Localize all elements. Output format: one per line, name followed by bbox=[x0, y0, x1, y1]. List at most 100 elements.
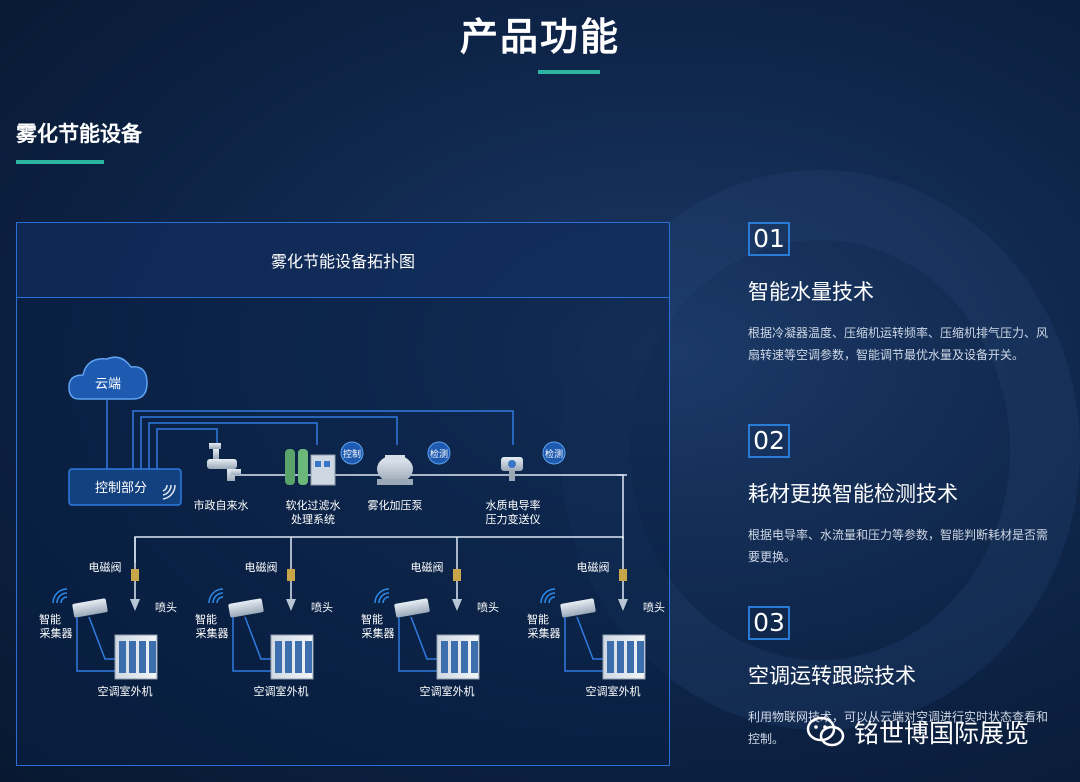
ac-unit-label: 空调室外机 bbox=[420, 684, 475, 698]
sensor-icon bbox=[501, 457, 523, 481]
ac-unit-fin bbox=[295, 641, 302, 673]
wifi-icon bbox=[540, 588, 556, 604]
ac-unit-fin bbox=[129, 641, 136, 673]
signal-wire bbox=[232, 617, 271, 672]
ac-unit-fin bbox=[637, 641, 644, 673]
ac-unit-fin bbox=[471, 641, 478, 673]
collector-icon bbox=[560, 598, 596, 618]
wechat-icon bbox=[806, 716, 845, 747]
feature-title: 空调运转跟踪技术 bbox=[748, 664, 916, 688]
collector-label-line1: 智能 bbox=[527, 612, 549, 626]
ac-unit-fin bbox=[119, 641, 126, 673]
title-underline bbox=[538, 70, 600, 74]
signal-wire bbox=[564, 617, 603, 672]
wifi-icon bbox=[162, 484, 176, 500]
topology-diagram-panel: 雾化节能设备拓扑图 云端 控制部分 bbox=[16, 222, 670, 766]
pump-label: 雾化加压泵 bbox=[368, 498, 423, 512]
cloud-icon bbox=[68, 356, 148, 400]
signal-wire bbox=[76, 617, 115, 672]
collector-label-line2: 采集器 bbox=[362, 626, 395, 640]
wifi-icon bbox=[208, 588, 224, 604]
signal-wire bbox=[410, 616, 437, 660]
collector-icon bbox=[72, 598, 108, 618]
detect-badge-1-label: 检测 bbox=[430, 448, 448, 459]
collector-label-line2: 采集器 bbox=[196, 626, 229, 640]
ac-unit-fin bbox=[607, 641, 614, 673]
solenoid-valve-icon bbox=[131, 569, 139, 581]
nozzle-icon bbox=[452, 599, 462, 611]
ac-unit-label: 空调室外机 bbox=[254, 684, 309, 698]
topology-diagram: 云端 控制部分 市政自来水 bbox=[39, 356, 665, 698]
nozzle-icon bbox=[618, 599, 628, 611]
signal-wire bbox=[88, 616, 115, 660]
detect-badge-1 bbox=[427, 441, 451, 465]
tap-icon bbox=[207, 443, 241, 481]
watermark: 铭世博国际展览 bbox=[806, 714, 1029, 750]
nozzle-label: 喷头 bbox=[477, 601, 499, 614]
cloud-label: 云端 bbox=[95, 376, 121, 391]
feature-item-1: 01 智能水量技术 根据冷凝器温度、压缩机运转频率、压缩机排气压力、风扇转速等空… bbox=[748, 222, 1048, 366]
solenoid-valve-icon bbox=[619, 569, 627, 581]
pump-icon bbox=[377, 455, 413, 485]
ac-unit-fin bbox=[617, 641, 624, 673]
signal-wire bbox=[576, 616, 603, 660]
feature-number: 02 bbox=[748, 424, 790, 458]
nozzle-label: 喷头 bbox=[643, 601, 665, 614]
ac-unit-fin bbox=[305, 641, 312, 673]
page-title: 产品功能 bbox=[459, 15, 620, 59]
nozzle-label: 喷头 bbox=[155, 601, 177, 614]
collector-label-line2: 采集器 bbox=[40, 626, 73, 640]
ac-unit-fin bbox=[451, 641, 458, 673]
collector-label-line1: 智能 bbox=[361, 612, 383, 626]
collector-label-line2: 采集器 bbox=[528, 626, 561, 640]
ac-unit-label: 空调室外机 bbox=[98, 684, 153, 698]
ac-unit-label: 空调室外机 bbox=[586, 684, 641, 698]
feature-title: 耗材更换智能检测技术 bbox=[748, 482, 958, 506]
filter-label-line2: 处理系统 bbox=[291, 513, 335, 526]
watermark-text: 铭世博国际展览 bbox=[854, 719, 1030, 748]
filter-system-icon bbox=[285, 449, 336, 486]
collector-icon bbox=[394, 598, 430, 618]
filter-label-line1: 软化过滤水 bbox=[286, 498, 341, 512]
feature-item-3: 03 空调运转跟踪技术 利用物联网技术，可以从云端对空调进行实时状态查看和控制。 bbox=[748, 606, 1048, 750]
collector-label-line1: 智能 bbox=[195, 612, 217, 626]
valve-label: 电磁阀 bbox=[89, 560, 122, 574]
wifi-icon bbox=[374, 588, 390, 604]
controller-label: 控制部分 bbox=[95, 480, 147, 495]
signal-wire bbox=[398, 617, 437, 672]
tap-label: 市政自来水 bbox=[194, 498, 249, 512]
ac-unit-fin bbox=[275, 641, 282, 673]
solenoid-valve-icon bbox=[287, 569, 295, 581]
section-underline bbox=[16, 160, 104, 164]
valve-label: 电磁阀 bbox=[245, 560, 278, 574]
signal-wire bbox=[244, 616, 271, 660]
valve-label: 电磁阀 bbox=[577, 560, 610, 574]
ac-unit-fin bbox=[149, 641, 156, 673]
wifi-icon bbox=[52, 588, 68, 604]
feature-description: 根据电导率、水流量和压力等参数，智能判断耗材是否需要更换。 bbox=[748, 528, 1049, 564]
detect-badge-2-label: 检测 bbox=[545, 448, 563, 459]
ac-unit-fin bbox=[461, 641, 468, 673]
ac-unit-fin bbox=[285, 641, 292, 673]
section-title: 雾化节能设备 bbox=[16, 122, 142, 146]
control-badge-label: 控制 bbox=[343, 448, 361, 459]
feature-description: 根据冷凝器温度、压缩机运转频率、压缩机排气压力、风扇转速等空调参数，智能调节最优… bbox=[748, 326, 1049, 362]
sensor-label-line1: 水质电导率 bbox=[486, 498, 541, 512]
feature-title: 智能水量技术 bbox=[748, 280, 874, 304]
feature-number: 03 bbox=[748, 606, 790, 640]
control-badge bbox=[340, 441, 364, 465]
diagram-title: 雾化节能设备拓扑图 bbox=[17, 223, 669, 298]
solenoid-valve-icon bbox=[453, 569, 461, 581]
collector-icon bbox=[228, 598, 264, 618]
nozzle-icon bbox=[130, 599, 140, 611]
valve-label: 电磁阀 bbox=[411, 560, 444, 574]
feature-item-2: 02 耗材更换智能检测技术 根据电导率、水流量和压力等参数，智能判断耗材是否需要… bbox=[748, 424, 1048, 568]
ac-unit-fin bbox=[139, 641, 146, 673]
ac-unit-fin bbox=[441, 641, 448, 673]
feature-number: 01 bbox=[748, 222, 790, 256]
nozzle-icon bbox=[286, 599, 296, 611]
controller-box bbox=[68, 468, 182, 506]
feature-description: 利用物联网技术，可以从云端对空调进行实时状态查看和控制。 bbox=[748, 710, 1049, 746]
ac-unit-fin bbox=[627, 641, 634, 673]
nozzle-label: 喷头 bbox=[311, 601, 333, 614]
